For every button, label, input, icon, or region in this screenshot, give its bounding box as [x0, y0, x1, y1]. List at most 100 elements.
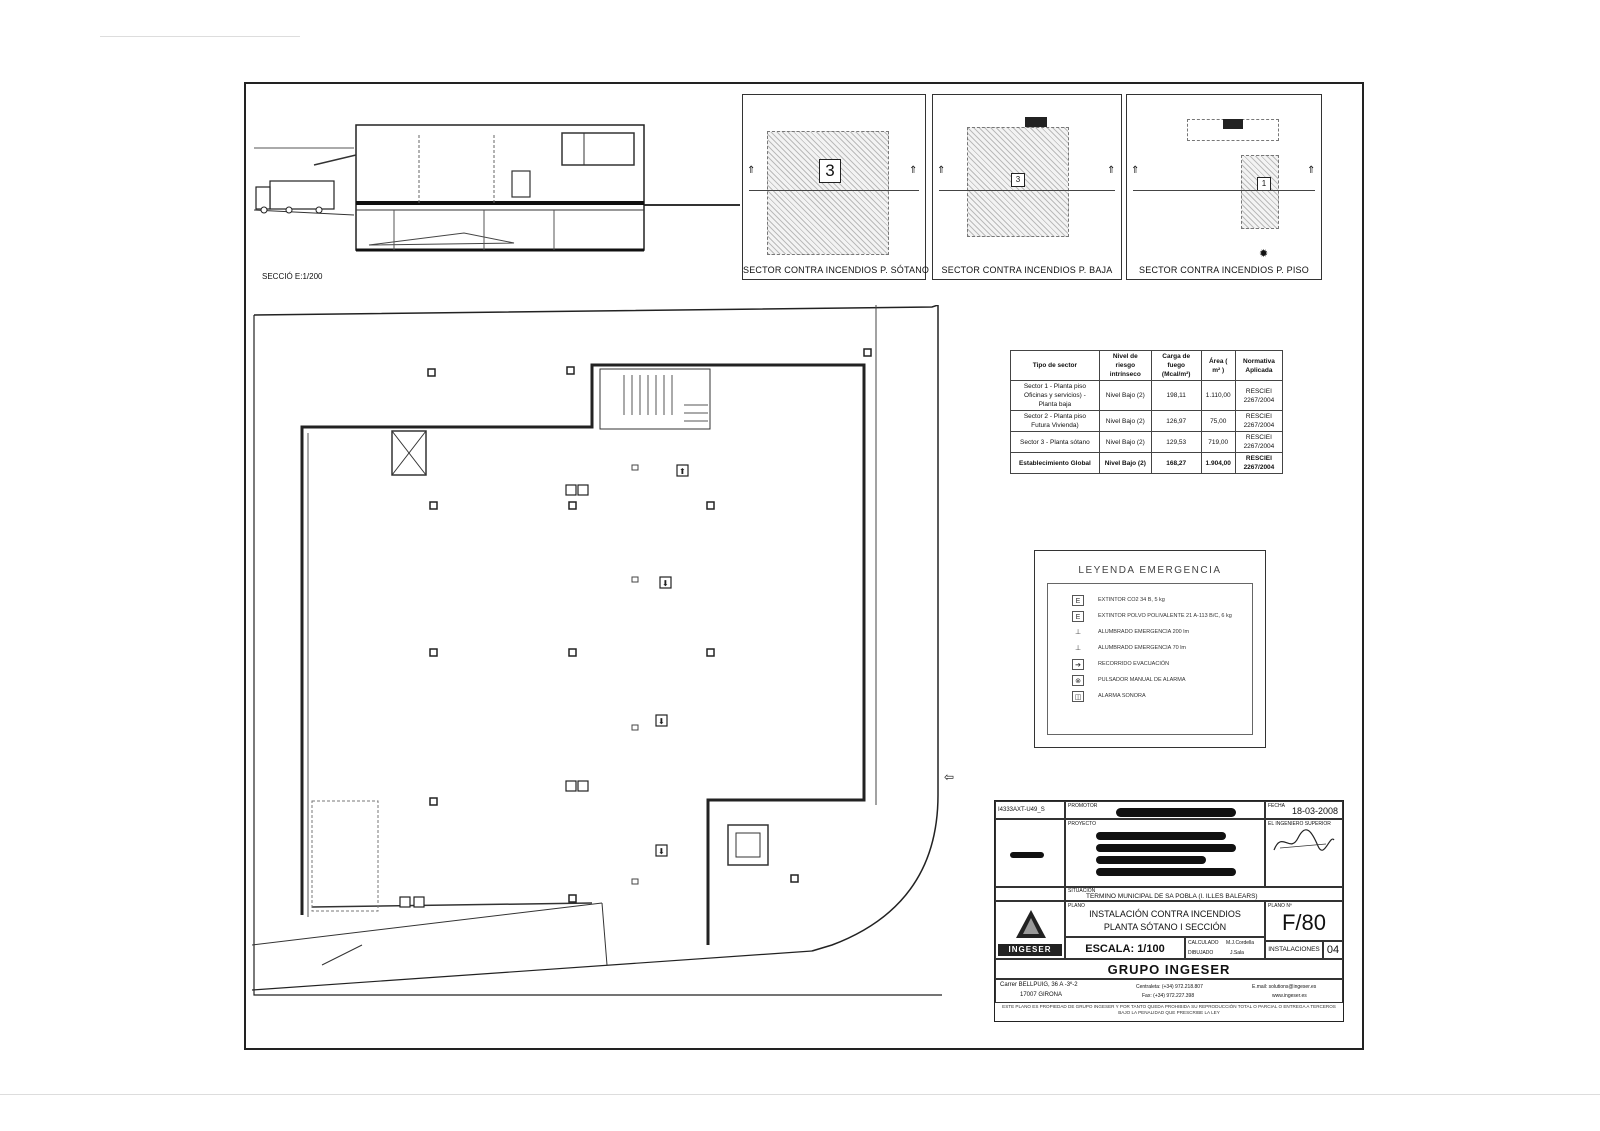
situacion-value: TERMINO MUNICIPAL DE SA POBLA (I. ILLES …	[1086, 893, 1258, 900]
table-cell: Nivel Bajo (2)	[1098, 431, 1152, 453]
legend-label: RECORRIDO EVACUACIÓN	[1098, 661, 1170, 667]
table-header: Nivel de riesgo intrínseco	[1098, 350, 1152, 381]
calculado-label: CALCULADO	[1188, 940, 1219, 946]
legend-item: ➔ RECORRIDO EVACUACIÓN	[1072, 656, 1252, 672]
plano-numero-cell: PLANO Nº F/80	[1265, 901, 1343, 941]
table-header: Carga de fuego (Mcal/m²)	[1150, 350, 1202, 381]
svg-text:⬆: ⬆	[679, 467, 686, 476]
redacted-text	[1096, 868, 1236, 876]
fecha-cell: FECHA 18-03-2008	[1265, 801, 1343, 819]
title-block: I4333AXT-U49_S PROMOTOR FECHA 18-03-2008…	[994, 800, 1344, 1022]
plano-title-line1: INSTALACIÓN CONTRA INCENDIOS	[1089, 909, 1241, 919]
table-header: Normativa Aplicada	[1234, 350, 1284, 381]
table-cell: Sector 1 - Planta piso Oficinas y servic…	[1010, 380, 1100, 411]
autores-cell: CALCULADO M.J.Cordella DIBUJADO J.Sala	[1185, 937, 1265, 959]
alarm-button-icon: ⊗	[1072, 674, 1084, 686]
section-cut-line	[939, 190, 1115, 191]
extinguisher-icon: E	[1072, 594, 1084, 606]
fire-risk-table: Tipo de sector Nivel de riesgo intrínsec…	[1010, 350, 1284, 474]
entry-arrow-icon: ⇦	[944, 770, 955, 784]
legend-label: EXTINTOR CO2 34 B, 5 kg	[1098, 597, 1165, 603]
logo-wordmark: INGESER	[998, 944, 1062, 956]
sector-marker	[1223, 119, 1243, 129]
seccion-value: INSTALACIONES	[1265, 941, 1323, 959]
cut-arrow-icon: ⇑	[909, 165, 918, 176]
company-name: GRUPO INGESER	[1107, 962, 1231, 977]
legend-item: ⊥ALUMBRADO EMERGENCIA 70 lm	[1072, 640, 1252, 656]
table-header-row: Tipo de sector Nivel de riesgo intrínsec…	[1010, 350, 1284, 381]
legend-item: ◫ ALARMA SONORA	[1072, 688, 1252, 704]
floor-plan: ⬆⬇⬇⬇	[252, 305, 942, 996]
proyecto-label: PROYECTO	[1068, 821, 1096, 827]
section-drawing	[254, 124, 740, 252]
sector-panel-piso: 1 ⇑ ⇑ ✹ SECTOR CONTRA INCENDIOS P. PISO	[1126, 94, 1322, 280]
sector-marker	[1025, 117, 1047, 127]
numero-label: PLANO Nº	[1268, 903, 1292, 909]
website: www.ingeser.es	[1272, 993, 1307, 999]
table-cell: RESCIEI 2267/2004	[1234, 410, 1284, 432]
sector-panel-baja: 3 ⇑ ⇑ SECTOR CONTRA INCENDIOS P. BAJA	[932, 94, 1122, 280]
table-cell: 129,53	[1150, 431, 1202, 453]
sector-hatch-area	[767, 131, 889, 255]
legend-item: E EXTINTOR CO2 34 B, 5 kg	[1072, 592, 1252, 608]
drawing-ref: I4333AXT-U49_S	[995, 801, 1065, 819]
table-row: Sector 1 - Planta piso Oficinas y servic…	[1010, 380, 1284, 411]
promotor-cell: PROMOTOR	[1065, 801, 1265, 819]
drawing-sheet	[244, 82, 1364, 1050]
signature-mark	[1273, 829, 1335, 851]
legend-label: ALUMBRADO EMERGENCIA 200 lm	[1098, 629, 1190, 635]
table-cell: Nivel Bajo (2)	[1098, 380, 1152, 411]
extinguisher-icon: E	[1072, 610, 1084, 622]
sector-caption: SECTOR CONTRA INCENDIOS P. PISO	[1139, 265, 1309, 275]
svg-text:⬇: ⬇	[658, 847, 665, 856]
siren-icon: ◫	[1072, 690, 1084, 702]
company-cell: GRUPO INGESER	[995, 959, 1343, 979]
sector-hatch-area	[1241, 155, 1279, 229]
table-cell: Sector 2 - Planta piso Futura Vivienda)	[1010, 410, 1100, 432]
dibujado-value: J.Sala	[1230, 950, 1244, 956]
fecha-label: FECHA	[1268, 803, 1285, 809]
table-row: Establecimiento Global Nivel Bajo (2) 16…	[1010, 452, 1284, 474]
dibujado-label: DIBUJADO	[1188, 950, 1214, 956]
legend-label: EXTINTOR POLVO POLIVALENTE 21 A-113 B/C,…	[1098, 613, 1232, 619]
legend-item: ⊗ PULSADOR MANUAL DE ALARMA	[1072, 672, 1252, 688]
address-line1: Carrer BELLPUIG, 36 A -3º-2	[1000, 982, 1078, 988]
table-cell: Sector 3 - Planta sótano	[1010, 431, 1100, 453]
email: E.mail: solutions@ingeser.es	[1252, 984, 1317, 990]
table-header: Tipo de sector	[1010, 350, 1100, 381]
escala-value: ESCALA: 1/100	[1085, 943, 1165, 955]
table-cell: Nivel Bajo (2)	[1098, 410, 1152, 432]
cut-arrow-icon: ⇑	[747, 165, 756, 176]
table-cell: RESCIEI 2267/2004	[1234, 431, 1284, 453]
logo-cell: INGESER	[995, 901, 1065, 959]
legend-label: ALARMA SONORA	[1098, 693, 1146, 699]
proyecto-cell: PROYECTO	[1065, 819, 1265, 887]
redacted-text	[1010, 852, 1044, 858]
ingeniero-cell: EL INGENIERO SUPERIOR	[1265, 819, 1343, 887]
table-header: Área ( m² )	[1200, 350, 1236, 381]
emergency-light-icon: ⊥	[1074, 628, 1082, 636]
scan-artifact-top	[100, 36, 300, 37]
north-arrow-icon: ✹	[1259, 248, 1269, 260]
ingeniero-label: EL INGENIERO SUPERIOR	[1268, 821, 1331, 827]
legend-label: ALUMBRADO EMERGENCIA 70 lm	[1098, 645, 1187, 651]
sector-number-badge: 3	[819, 159, 841, 183]
svg-text:⬇: ⬇	[658, 717, 665, 726]
table-cell: 1.904,00	[1200, 452, 1236, 474]
plano-title-line2: PLANTA SÓTANO I SECCIÓN	[1103, 922, 1227, 932]
table-cell: RESCIEI 2267/2004	[1234, 380, 1284, 411]
sector-number-badge: 1	[1257, 177, 1271, 191]
situacion-cell: SITUACIÓN TERMINO MUNICIPAL DE SA POBLA …	[1065, 887, 1343, 901]
legend-title: LEYENDA EMERGENCIA	[1078, 565, 1222, 576]
fecha-value: 18-03-2008	[1292, 806, 1339, 816]
evacuation-arrow-icon: ➔	[1072, 658, 1084, 670]
table-cell: 1.110,00	[1200, 380, 1236, 411]
sector-caption: SECTOR CONTRA INCENDIOS P. BAJA	[941, 265, 1113, 275]
table-cell: RESCIEI 2267/2004	[1234, 452, 1284, 474]
cut-arrow-icon: ⇑	[1131, 165, 1140, 176]
sector-number-badge: 3	[1011, 173, 1025, 187]
escala-cell: ESCALA: 1/100	[1065, 937, 1185, 959]
legend-label: PULSADOR MANUAL DE ALARMA	[1098, 677, 1186, 683]
table-cell: 75,00	[1200, 410, 1236, 432]
plano-label: PLANO	[1068, 903, 1085, 909]
